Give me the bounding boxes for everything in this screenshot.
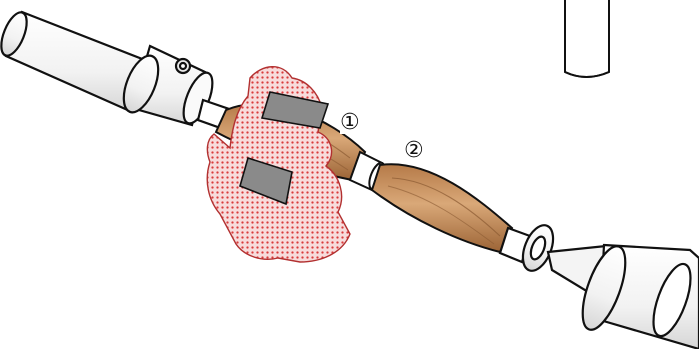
- workpiece-segment-2: [372, 164, 512, 252]
- tool-rest-post: [565, 0, 609, 77]
- headstock: [0, 9, 232, 130]
- tailstock: [500, 221, 699, 349]
- callout-2-label: ②: [404, 140, 424, 162]
- callout-1-label: ①: [340, 112, 360, 134]
